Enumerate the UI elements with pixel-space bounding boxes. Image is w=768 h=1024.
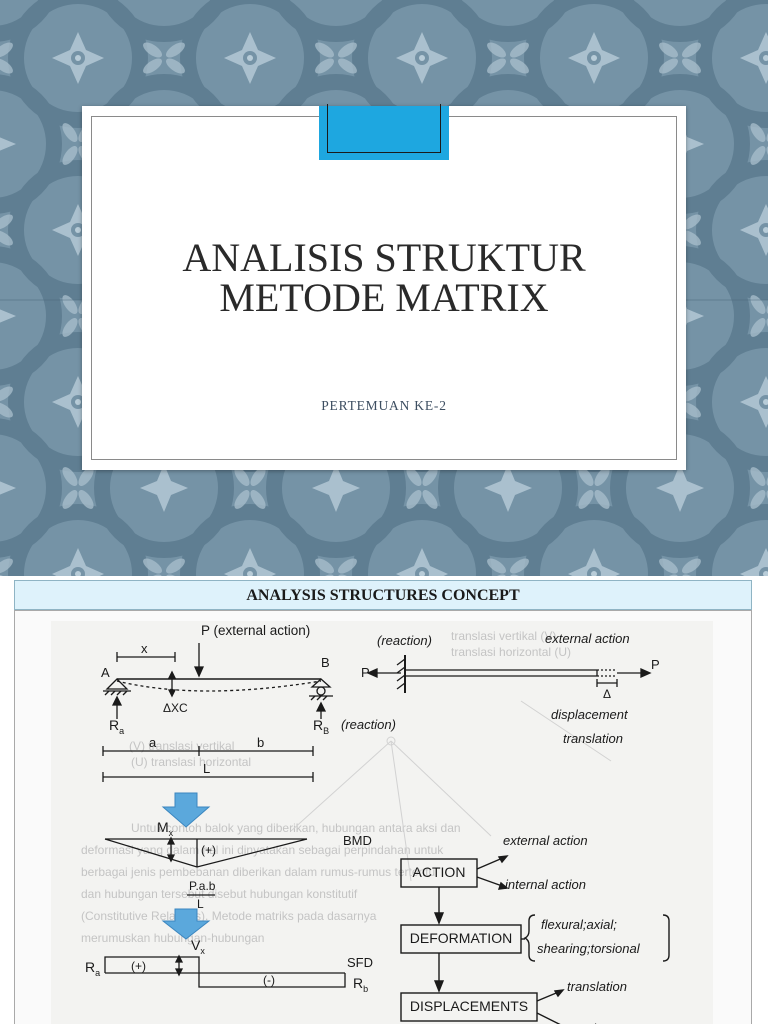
accent-tab <box>319 104 449 160</box>
bmd-mx: Mx <box>157 819 174 838</box>
bar-p-right: P <box>651 657 660 672</box>
beam-rb-label: RB <box>313 717 330 736</box>
sfd-minus: (-) <box>263 973 275 987</box>
bar-displacement: displacement <box>551 707 628 722</box>
ghost-text: dan hubungan tersebut disebut hubungan k… <box>81 887 358 901</box>
bmd-plus: (+) <box>201 843 216 857</box>
beam-dim-b: b <box>257 735 265 750</box>
flow-translation: translation <box>567 979 627 994</box>
flow-action-box: ACTION <box>412 864 466 880</box>
beam-a-label: A <box>101 665 110 680</box>
concept-header: ANALYSIS STRUCTURES CONCEPT <box>14 580 752 610</box>
beam-dim-l: L <box>203 761 211 776</box>
slide-title-line1: ANALISIS STRUKTUR <box>182 235 586 280</box>
sfd-label: SFD <box>347 955 373 970</box>
flow-external-action: external action <box>503 833 588 848</box>
ghost-text: (V) translasi vertikal <box>129 739 235 753</box>
beam-x-label: x <box>141 641 148 656</box>
bmd-label: BMD <box>343 833 372 848</box>
ghost-text: (Constitutive Relations). Metode matriks… <box>81 909 377 923</box>
beam-reaction-label: (reaction) <box>341 717 396 732</box>
flow-internal-action: internal action <box>505 877 586 892</box>
bar-p-left: P <box>361 665 370 680</box>
bmd-formula-den: L <box>197 897 204 911</box>
ghost-text: (U) translasi horizontal <box>131 755 252 769</box>
sfd-vx: Vx <box>191 937 205 956</box>
beam-dxc-label: ΔXC <box>163 701 188 715</box>
bar-delta: Δ <box>603 687 612 701</box>
sfd-ra: Ra <box>85 959 101 978</box>
diagram-lines <box>102 643 670 1024</box>
title-card: ANALISIS STRUKTUR METODE MATRIX PERTEMUA… <box>82 104 686 470</box>
slide-title: ANALISIS STRUKTUR METODE MATRIX <box>82 238 686 318</box>
sfd-plus: (+) <box>131 959 146 973</box>
slide-title-line2: METODE MATRIX <box>219 275 549 320</box>
flow-deform-types-1: flexural;axial; <box>541 917 617 932</box>
beam-ra-label: Ra <box>109 717 125 736</box>
ghost-text: translasi vertikal (V) <box>451 629 557 643</box>
bmd-formula-num: P.a.b <box>189 879 216 893</box>
ghost-text: merumuskan hubungan-hubungan <box>81 931 265 945</box>
beam-p-label: P (external action) <box>201 623 311 638</box>
title-slide: ANALISIS STRUKTUR METODE MATRIX PERTEMUA… <box>0 0 768 576</box>
bar-translation: translation <box>563 731 623 746</box>
ghost-text: Untuk contoh balok yang diberikan, hubun… <box>131 821 461 835</box>
content-box: translasi vertikal (V) translasi horizon… <box>14 610 752 1024</box>
ghost-text: translasi horizontal (U) <box>451 645 572 659</box>
flow-deform-types-2: shearing;torsional <box>537 941 640 956</box>
beam-dim-a: a <box>149 735 157 750</box>
concept-slide: ANALYSIS STRUCTURES CONCEPT translasi ve… <box>0 576 768 1024</box>
sfd-rb: Rb <box>353 975 369 994</box>
scanned-diagram: translasi vertikal (V) translasi horizon… <box>51 621 713 1024</box>
ghost-text: berbagai jenis pembebanan diberikan dala… <box>81 865 436 879</box>
flow-deformation-box: DEFORMATION <box>409 930 513 946</box>
flow-displacements-box: DISPLACEMENTS <box>409 998 529 1014</box>
bar-external-label: external action <box>545 631 630 646</box>
beam-b-label: B <box>321 655 330 670</box>
slide-subtitle: PERTEMUAN KE-2 <box>321 398 447 413</box>
bar-reaction-label: (reaction) <box>377 633 432 648</box>
accent-tab-frame <box>327 104 441 153</box>
flow-rotation: rotation <box>567 1021 610 1024</box>
